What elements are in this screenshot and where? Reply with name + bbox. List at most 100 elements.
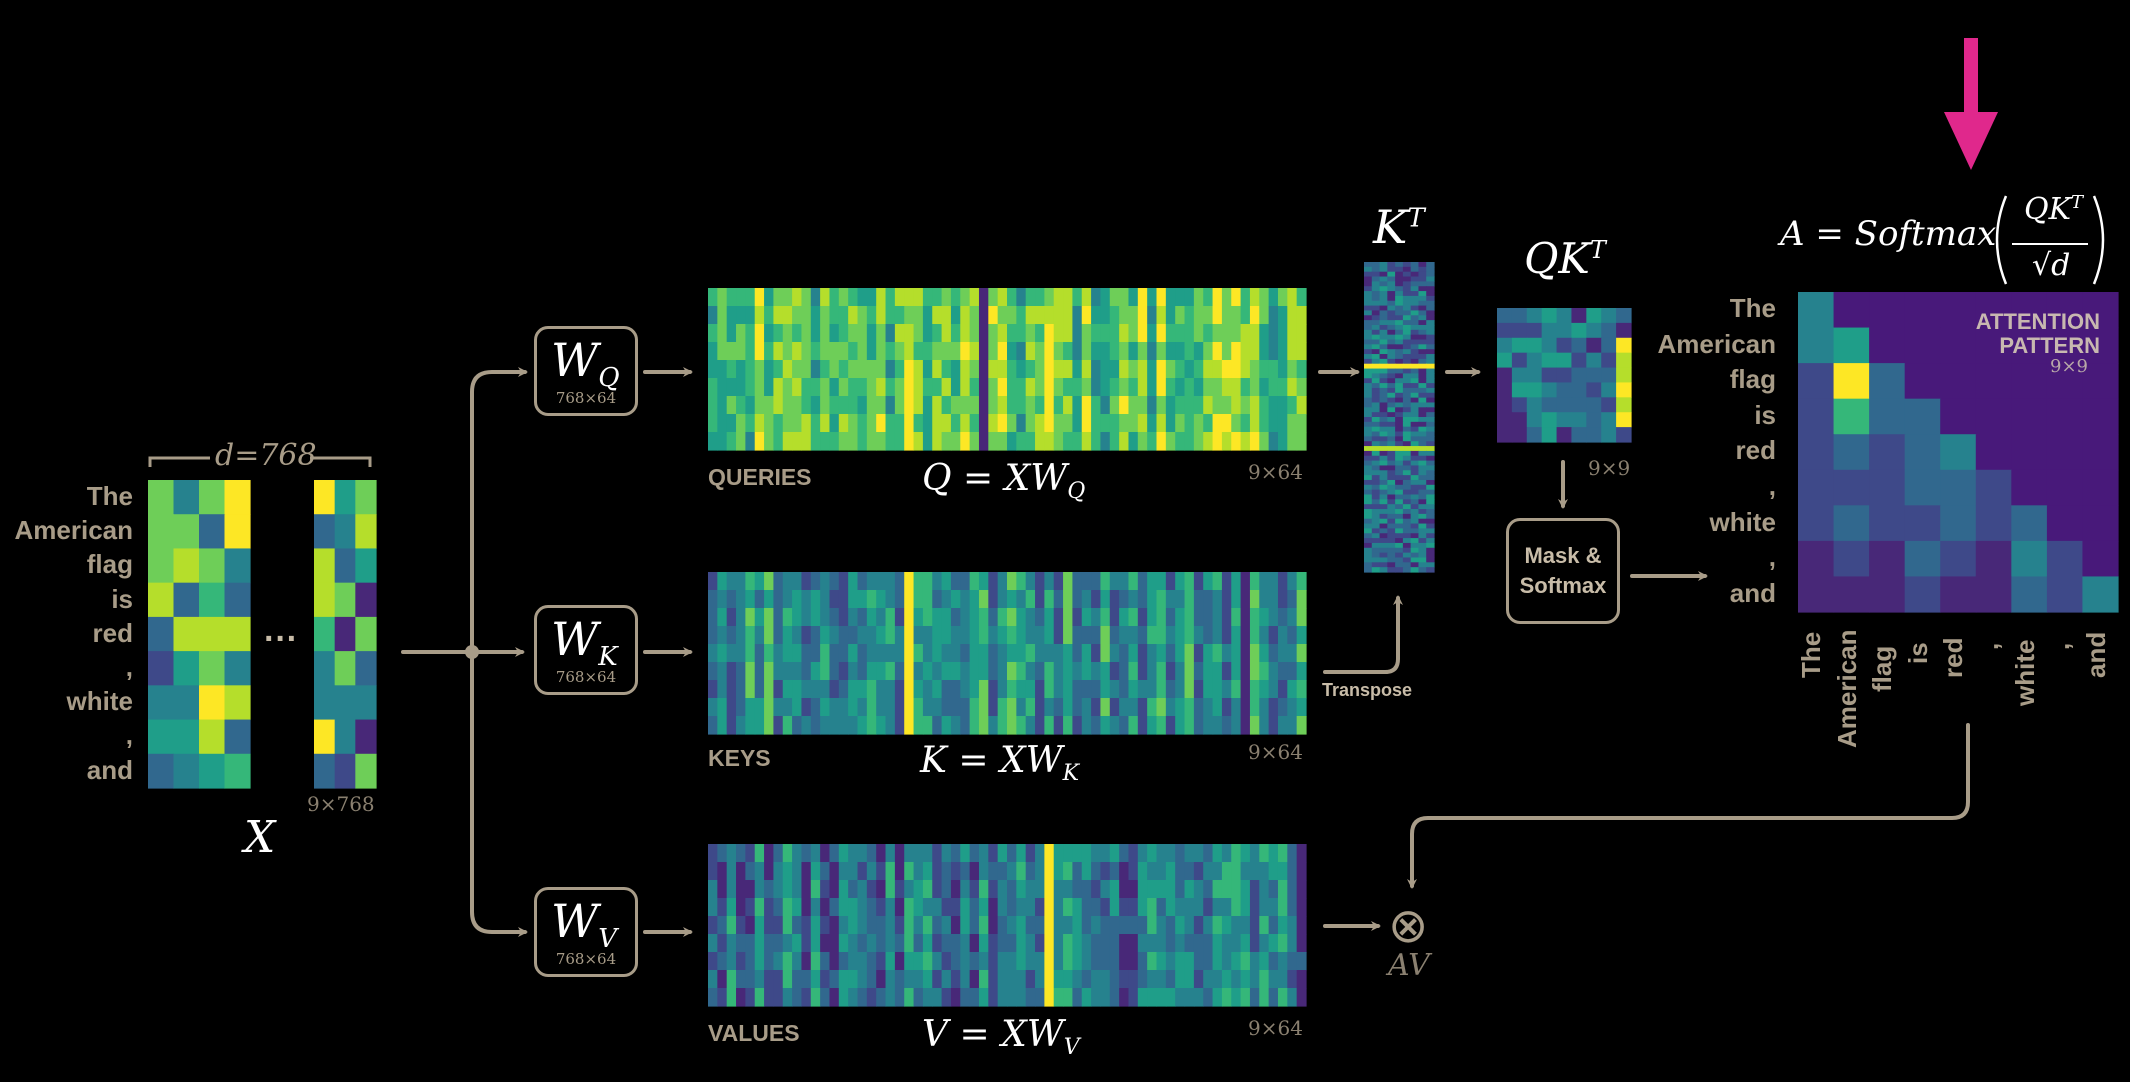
heatmap-cell xyxy=(1277,862,1288,881)
heatmap-cell xyxy=(969,662,980,681)
heatmap-cell xyxy=(1165,716,1176,735)
heatmap-cell xyxy=(941,288,952,307)
heatmap-cell xyxy=(978,880,989,899)
heatmap-cell xyxy=(1072,360,1083,379)
heatmap-cell xyxy=(1175,988,1186,1007)
heatmap-cell xyxy=(1100,288,1111,307)
heatmap-cell xyxy=(1556,322,1573,339)
heatmap-cell xyxy=(1119,644,1130,663)
heatmap-cell xyxy=(754,306,765,325)
heatmap-cell xyxy=(1203,662,1214,681)
heatmap-cell xyxy=(1379,295,1388,302)
heatmap-cell xyxy=(736,898,746,917)
heatmap-cell xyxy=(960,572,971,591)
heatmap-cell xyxy=(820,680,831,699)
heatmap-cell xyxy=(1212,432,1223,451)
heatmap-cell xyxy=(782,360,793,379)
heatmap-cell xyxy=(1221,952,1232,971)
heatmap-cell xyxy=(1798,576,1835,613)
heatmap-cell xyxy=(1418,552,1427,559)
heatmap-cell xyxy=(1184,306,1195,325)
heatmap-cell xyxy=(820,716,831,735)
heatmap-cell xyxy=(1387,567,1396,573)
heatmap-cell xyxy=(1259,432,1270,451)
heatmap-cell xyxy=(950,644,961,663)
heatmap-cell xyxy=(1044,324,1055,343)
heatmap-cell xyxy=(1379,446,1388,452)
heatmap-cell xyxy=(1184,396,1195,415)
heatmap-cell xyxy=(1296,934,1307,953)
heatmap-cell xyxy=(978,378,989,397)
heatmap-cell xyxy=(1426,363,1435,370)
heatmap-cell xyxy=(1119,324,1130,343)
heatmap-cell xyxy=(941,590,952,609)
heatmap-cell xyxy=(1410,315,1420,321)
heatmap-cell xyxy=(792,644,803,663)
heatmap-cell xyxy=(1035,880,1045,899)
heatmap-cell xyxy=(726,288,737,307)
heatmap-cell xyxy=(708,716,718,735)
heatmap-cell xyxy=(1119,952,1130,971)
heatmap-cell xyxy=(782,952,793,971)
heatmap-cell xyxy=(876,432,887,451)
heatmap-cell xyxy=(1364,484,1373,491)
heatmap-cell xyxy=(1165,898,1176,917)
heatmap-cell xyxy=(1231,626,1242,645)
heatmap-cell xyxy=(754,862,765,881)
heatmap-cell xyxy=(1379,412,1388,418)
heatmap-cell xyxy=(820,952,831,971)
heatmap-cell xyxy=(1371,567,1381,573)
heatmap-cell xyxy=(904,572,915,591)
heatmap-cell xyxy=(1165,952,1176,971)
heatmap-cell xyxy=(1410,504,1420,510)
heatmap-cell xyxy=(838,414,849,433)
heatmap-cell xyxy=(1156,432,1167,451)
heatmap-cell xyxy=(1418,431,1427,437)
embedding-symbol: X xyxy=(244,812,276,863)
heatmap-cell xyxy=(1798,469,1835,506)
heatmap-cell xyxy=(1268,898,1279,917)
heatmap-cell xyxy=(1410,528,1420,534)
heatmap-cell xyxy=(1053,862,1064,881)
heatmap-cell xyxy=(1371,470,1381,476)
heatmap-cell xyxy=(1387,412,1396,418)
heatmap-cell xyxy=(1025,880,1036,899)
heatmap-cell xyxy=(1137,324,1148,343)
heatmap-cell xyxy=(1109,934,1120,953)
heatmap-cell xyxy=(950,662,961,681)
heatmap-cell xyxy=(922,844,933,863)
heatmap-cell xyxy=(736,916,746,935)
heatmap-cell xyxy=(1418,281,1427,287)
heatmap-cell xyxy=(1016,432,1027,451)
heatmap-cell xyxy=(1371,528,1381,534)
input-token: , xyxy=(125,720,133,751)
heatmap-cell xyxy=(782,880,793,899)
heatmap-cell xyxy=(1426,315,1435,321)
heatmap-cell xyxy=(1287,324,1298,343)
heatmap-cell xyxy=(1212,342,1223,361)
heatmap-cell xyxy=(736,698,746,717)
heatmap-cell xyxy=(988,324,999,343)
heatmap-cell xyxy=(978,572,989,591)
heatmap-cell xyxy=(1025,934,1036,953)
heatmap-cell xyxy=(1128,880,1139,899)
heatmap-cell xyxy=(1212,288,1223,307)
heatmap-cell xyxy=(1212,862,1223,881)
heatmap-cell xyxy=(1586,427,1602,443)
heatmap-cell xyxy=(1100,306,1111,325)
heatmap-cell xyxy=(1119,288,1130,307)
heatmap-cell xyxy=(1296,862,1307,881)
heatmap-cell xyxy=(764,414,774,433)
heatmap-cell xyxy=(913,288,924,307)
heatmap-cell xyxy=(2082,576,2119,613)
heatmap-cell xyxy=(1379,542,1388,549)
heatmap-cell xyxy=(1212,898,1223,917)
heatmap-cell xyxy=(1402,305,1412,312)
heatmap-cell xyxy=(1371,295,1381,302)
qkt-matrix xyxy=(1497,308,1632,443)
heatmap-cell xyxy=(848,324,859,343)
heatmap-cell xyxy=(922,662,933,681)
heatmap-cell xyxy=(1175,934,1186,953)
heatmap-cell xyxy=(810,662,821,681)
heatmap-cell xyxy=(997,360,1008,379)
